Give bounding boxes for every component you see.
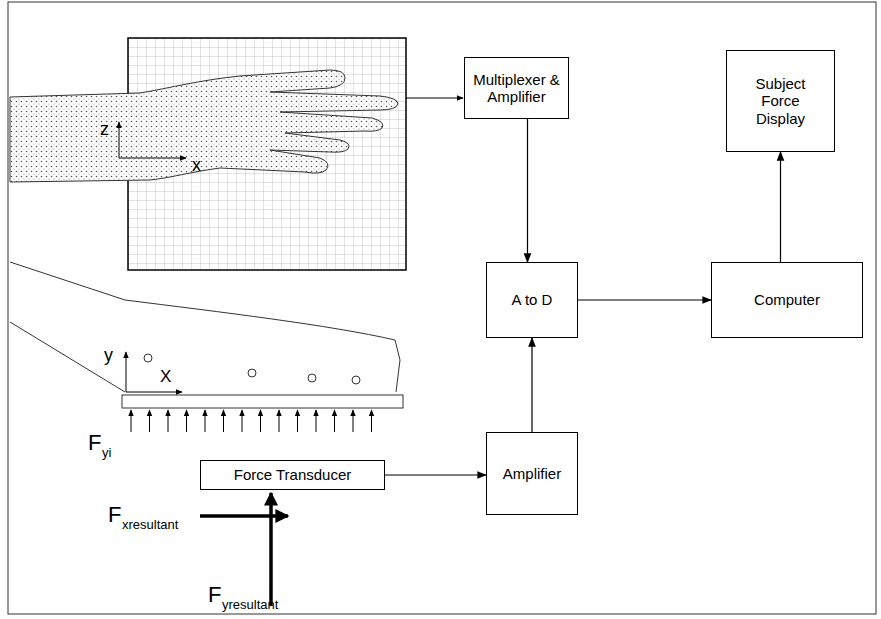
text-stack: Multiplexer & Amplifier — [473, 71, 561, 106]
amplifier-box: Amplifier — [486, 432, 578, 515]
signal-arrow — [385, 474, 486, 475]
fy-arrow — [269, 493, 273, 606]
text-stack: Computer — [754, 291, 820, 308]
joint — [248, 369, 256, 377]
force-arrow — [186, 410, 187, 432]
joint — [144, 354, 152, 362]
force-arrow — [223, 410, 224, 432]
force-arrow — [131, 410, 132, 432]
force-arrows — [131, 410, 372, 432]
x-axis — [126, 392, 182, 393]
text-stack: Force Transducer — [234, 466, 352, 483]
force-arrow — [279, 410, 280, 432]
signal-arrow — [578, 299, 711, 300]
box-label: A to D — [512, 291, 553, 308]
box-label: Computer — [754, 291, 820, 308]
sensor-wire — [406, 98, 463, 99]
axis-label: x — [192, 156, 201, 174]
axis-label: y — [104, 346, 113, 364]
frame — [8, 2, 876, 614]
box-label: Force Transducer — [234, 466, 352, 483]
axis-label: z — [100, 120, 109, 138]
fx-arrow — [200, 514, 288, 518]
force-arrow — [353, 410, 354, 432]
force-subscript: xresultant — [122, 518, 178, 531]
display-box: Subject Force Display — [726, 50, 835, 152]
transducer-box: Force Transducer — [200, 460, 385, 490]
force-arrow — [242, 410, 243, 432]
x-axis — [119, 158, 186, 159]
force-arrow — [316, 410, 317, 432]
force-arrow — [371, 410, 372, 432]
text-stack: A to D — [512, 291, 553, 308]
joint — [352, 376, 360, 384]
box-label: Multiplexer & Amplifier — [473, 71, 561, 106]
box-label: Amplifier — [503, 465, 561, 482]
signal-arrow — [527, 119, 528, 262]
force-arrow — [260, 410, 261, 432]
computer-box: Computer — [711, 262, 863, 338]
hand — [10, 70, 398, 182]
joint — [308, 374, 316, 382]
force-arrow — [297, 410, 298, 432]
text-stack: Amplifier — [503, 465, 561, 482]
signal-arrow — [531, 338, 532, 432]
force-symbol: F — [108, 504, 121, 526]
box-label: Subject Force Display — [746, 75, 816, 127]
text-stack: Subject Force Display — [746, 75, 816, 127]
finger-side — [10, 262, 400, 392]
converter-box: A to D — [486, 262, 578, 338]
z-axis — [119, 122, 120, 158]
force-subscript: yresultant — [222, 598, 278, 611]
force-arrow — [205, 410, 206, 432]
force-arrow — [168, 410, 169, 432]
force-symbol: F — [88, 432, 101, 454]
force-arrow — [334, 410, 335, 432]
y-axis — [126, 352, 127, 392]
force-symbol: F — [208, 584, 221, 606]
multiplexer-box: Multiplexer & Amplifier — [464, 57, 569, 119]
finger-lower — [10, 322, 125, 392]
force-plate — [122, 395, 403, 408]
signal-arrow — [780, 152, 781, 262]
axis-label: X — [160, 368, 171, 385]
force-subscript: yi — [102, 446, 111, 459]
force-arrow — [149, 410, 150, 432]
